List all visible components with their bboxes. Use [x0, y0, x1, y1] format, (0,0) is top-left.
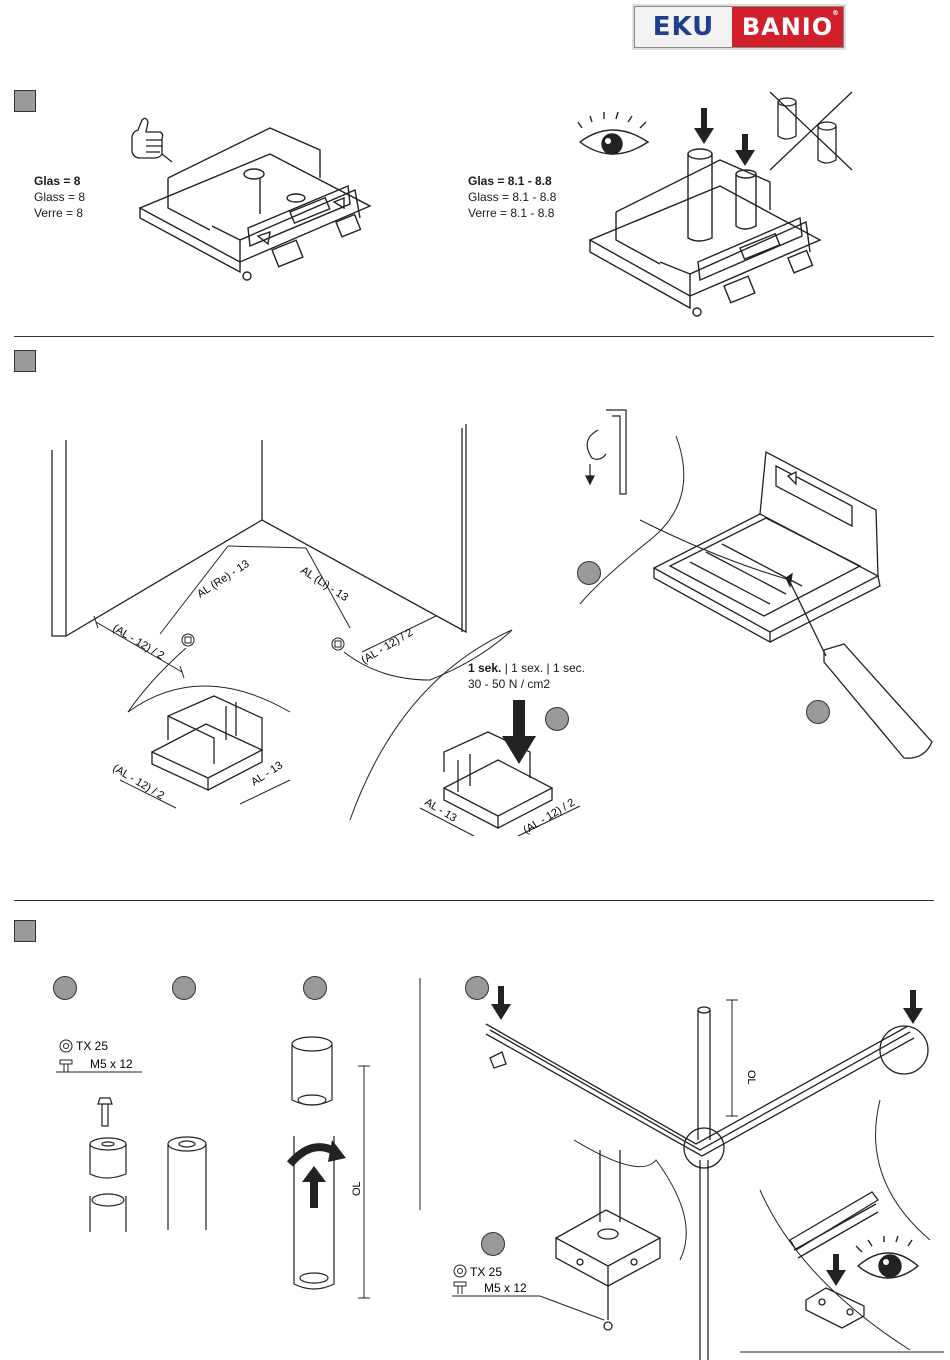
screw-head-icon — [60, 1060, 72, 1072]
screw-b-size: M5 x 12 — [484, 1281, 527, 1295]
rail-assembly-drawing — [486, 1007, 928, 1360]
screw-a-size: M5 x 12 — [90, 1057, 133, 1071]
ol-label: OL — [745, 1070, 757, 1085]
length-label: OL — [351, 1181, 363, 1196]
screw-a-drive: TX 25 — [76, 1039, 108, 1053]
rotate-arrow-icon — [290, 1140, 346, 1208]
screw-b-leader — [452, 1296, 604, 1320]
ol-dimension-line — [726, 1000, 738, 1116]
pipe-assembly-drawing — [292, 1037, 334, 1289]
screw-drawing — [98, 1098, 112, 1126]
eye-icon — [856, 1236, 918, 1278]
torx-icon — [60, 1040, 72, 1052]
corner-block-drawing — [556, 1150, 660, 1330]
cap-piece-drawing — [90, 1138, 126, 1232]
tube-end-drawing — [168, 1137, 206, 1230]
screw-b-drive: TX 25 — [470, 1265, 502, 1279]
torx-icon — [454, 1265, 466, 1277]
corner-detail-arcs — [574, 1100, 930, 1350]
screw-head-icon — [454, 1282, 466, 1294]
arrow-down-icon — [491, 986, 923, 1024]
arrow-down-icon — [826, 1254, 846, 1286]
